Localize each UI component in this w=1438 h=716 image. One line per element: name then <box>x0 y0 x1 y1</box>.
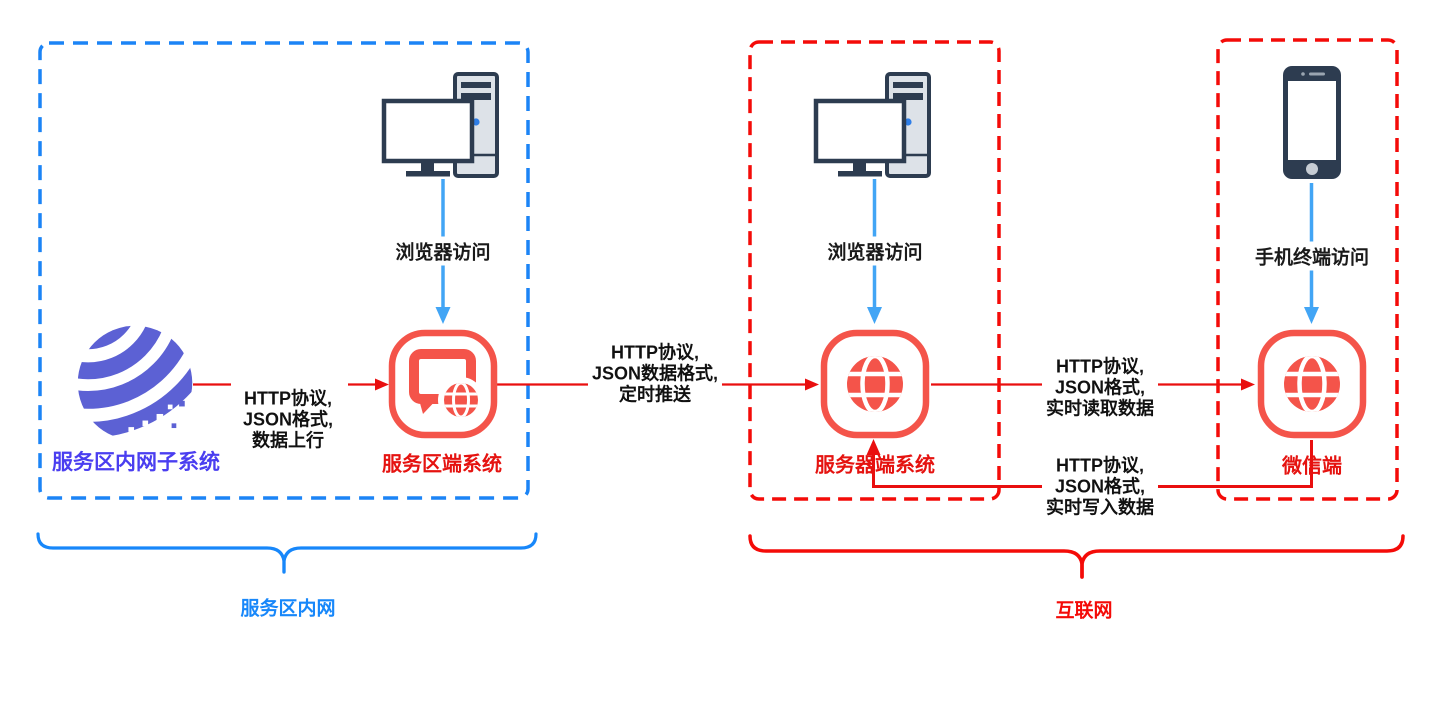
server-system-globe-icon <box>820 329 930 439</box>
upload-link-line <box>193 378 389 391</box>
upload-link-label: HTTP协议, JSON格式, 数据上行 <box>238 387 338 453</box>
intranet-subsystem-globe-icon <box>77 325 193 438</box>
internet-zone-brace <box>748 534 1405 579</box>
wechat-globe-icon <box>1257 329 1367 439</box>
zone-label-intranet: 服务区内网 <box>240 598 336 620</box>
write-link-label: HTTP协议, JSON格式, 实时写入数据 <box>1042 454 1158 520</box>
browser-access-label-left: 浏览器访问 <box>391 236 495 266</box>
intranet-subsystem-label: 服务区内网子系统 <box>52 451 220 474</box>
smartphone-icon <box>1283 66 1341 179</box>
service-area-system-label: 服务区端系统 <box>382 453 502 476</box>
desktop-computer-icon-mid <box>813 72 931 178</box>
intranet-zone-brace <box>36 532 538 574</box>
desktop-computer-icon-left <box>381 72 499 178</box>
mobile-access-label: 手机终端访问 <box>1250 241 1374 271</box>
service-area-system-icon <box>388 329 498 439</box>
wechat-label: 微信端 <box>1282 455 1342 478</box>
wechat-zone-box <box>1216 38 1399 501</box>
read-link-label: HTTP协议, JSON格式, 实时读取数据 <box>1042 355 1158 421</box>
push-link-label: HTTP协议, JSON数据格式, 定时推送 <box>587 341 723 407</box>
internet-server-zone-box <box>748 40 1001 501</box>
zone-label-internet: 互联网 <box>1055 600 1113 622</box>
server-system-label: 服务器端系统 <box>815 454 935 477</box>
intranet-zone-box <box>38 41 530 500</box>
browser-access-label-mid: 浏览器访问 <box>823 236 927 266</box>
